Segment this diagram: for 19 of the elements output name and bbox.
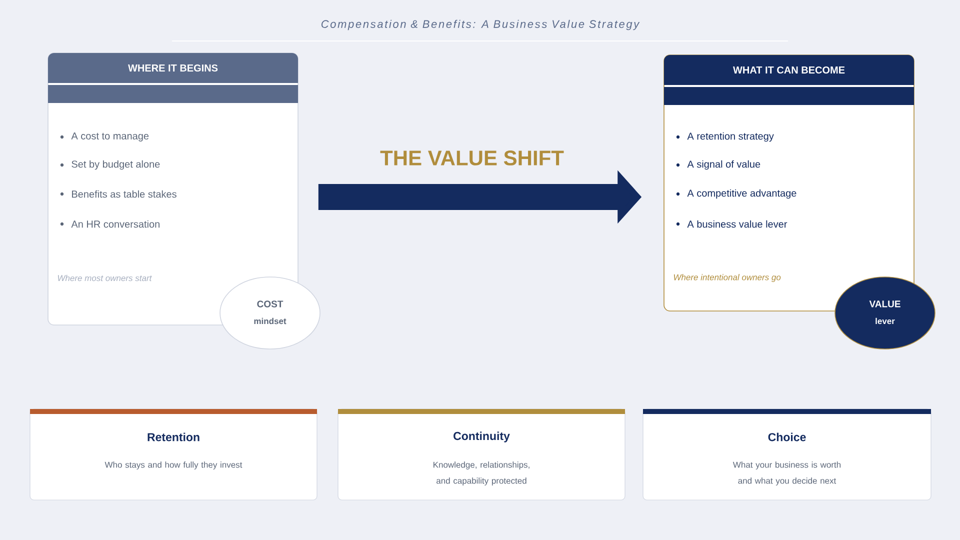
edge-label: THE VALUE SHIFT bbox=[380, 150, 564, 166]
pillar-card: Choice What your business is worth and what you decide next bbox=[642, 408, 932, 500]
card-note: Where most owners start bbox=[58, 274, 152, 282]
bullet-text: Benefits as table stakes bbox=[72, 190, 176, 198]
bullet-text: A signal of value bbox=[687, 160, 760, 170]
bullet-text: Set by budget alone bbox=[72, 160, 160, 170]
title: Compensation & Benefits: A Business Value Strategy bbox=[321, 20, 640, 30]
card-heading: WHAT IT CAN BECOME bbox=[733, 66, 845, 74]
bullet-text: A cost to manage bbox=[71, 132, 149, 142]
pillar-card: Retention Who stays and how fully they invest bbox=[30, 408, 318, 500]
mindset-badge: COST mindset bbox=[220, 276, 320, 350]
card-heading: WHERE IT BEGINS bbox=[128, 64, 218, 72]
pillar-card: Continuity Knowledge, relationships, and capability protected bbox=[338, 408, 626, 500]
bullet-text: A retention strategy bbox=[687, 132, 774, 142]
bullet-text: An HR conversation bbox=[71, 220, 160, 228]
bullet-text: A competitive advantage bbox=[687, 189, 796, 199]
bullet-text: A business value lever bbox=[687, 220, 788, 228]
lever-badge: VALUE lever bbox=[834, 276, 936, 350]
card-note: Where intentional owners go bbox=[674, 274, 781, 282]
